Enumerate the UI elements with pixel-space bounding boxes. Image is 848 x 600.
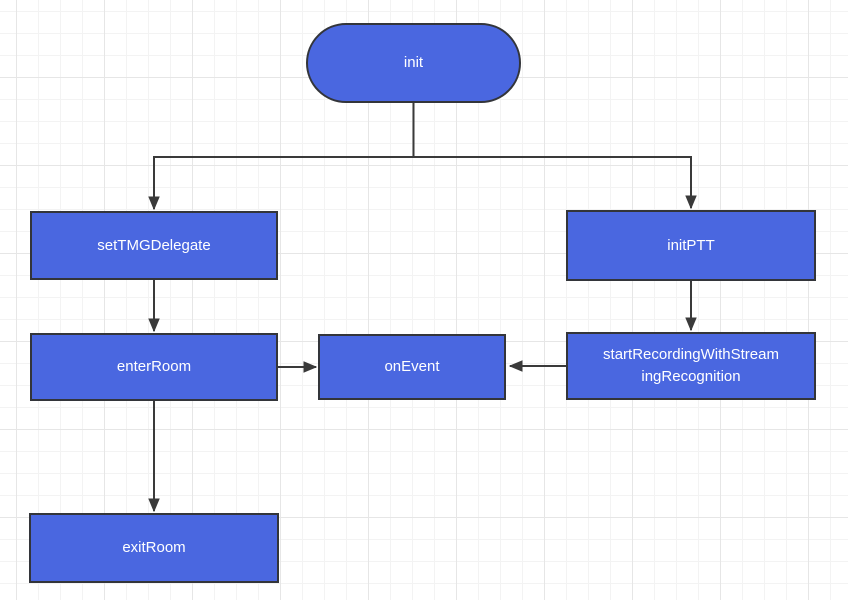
node-init[interactable]: init (306, 23, 521, 103)
node-settmgdelegate[interactable]: setTMGDelegate (30, 211, 278, 280)
node-settmgdelegate-label: setTMGDelegate (97, 236, 211, 254)
node-enterroom[interactable]: enterRoom (30, 333, 278, 401)
edge-init-to-initptt (413, 156, 692, 208)
node-onevent[interactable]: onEvent (318, 334, 506, 400)
node-startrecording-label-line1: startRecordingWithStream (603, 346, 779, 364)
node-enterroom-label: enterRoom (116, 358, 192, 376)
node-initptt-label: initPTT (667, 236, 715, 254)
node-onevent-label: onEvent (384, 358, 440, 376)
node-exitroom[interactable]: exitRoom (29, 513, 279, 583)
node-init-label: init (403, 54, 424, 72)
node-initptt[interactable]: initPTT (566, 210, 816, 281)
node-startrecordingwithstreamingrecognition[interactable]: startRecordingWithStream ingRecognition (566, 332, 816, 400)
node-startrecording-label-line2: ingRecognition (641, 368, 741, 385)
edge-init-to-settmgdelegate (154, 156, 414, 209)
node-exitroom-label: exitRoom (122, 539, 186, 557)
